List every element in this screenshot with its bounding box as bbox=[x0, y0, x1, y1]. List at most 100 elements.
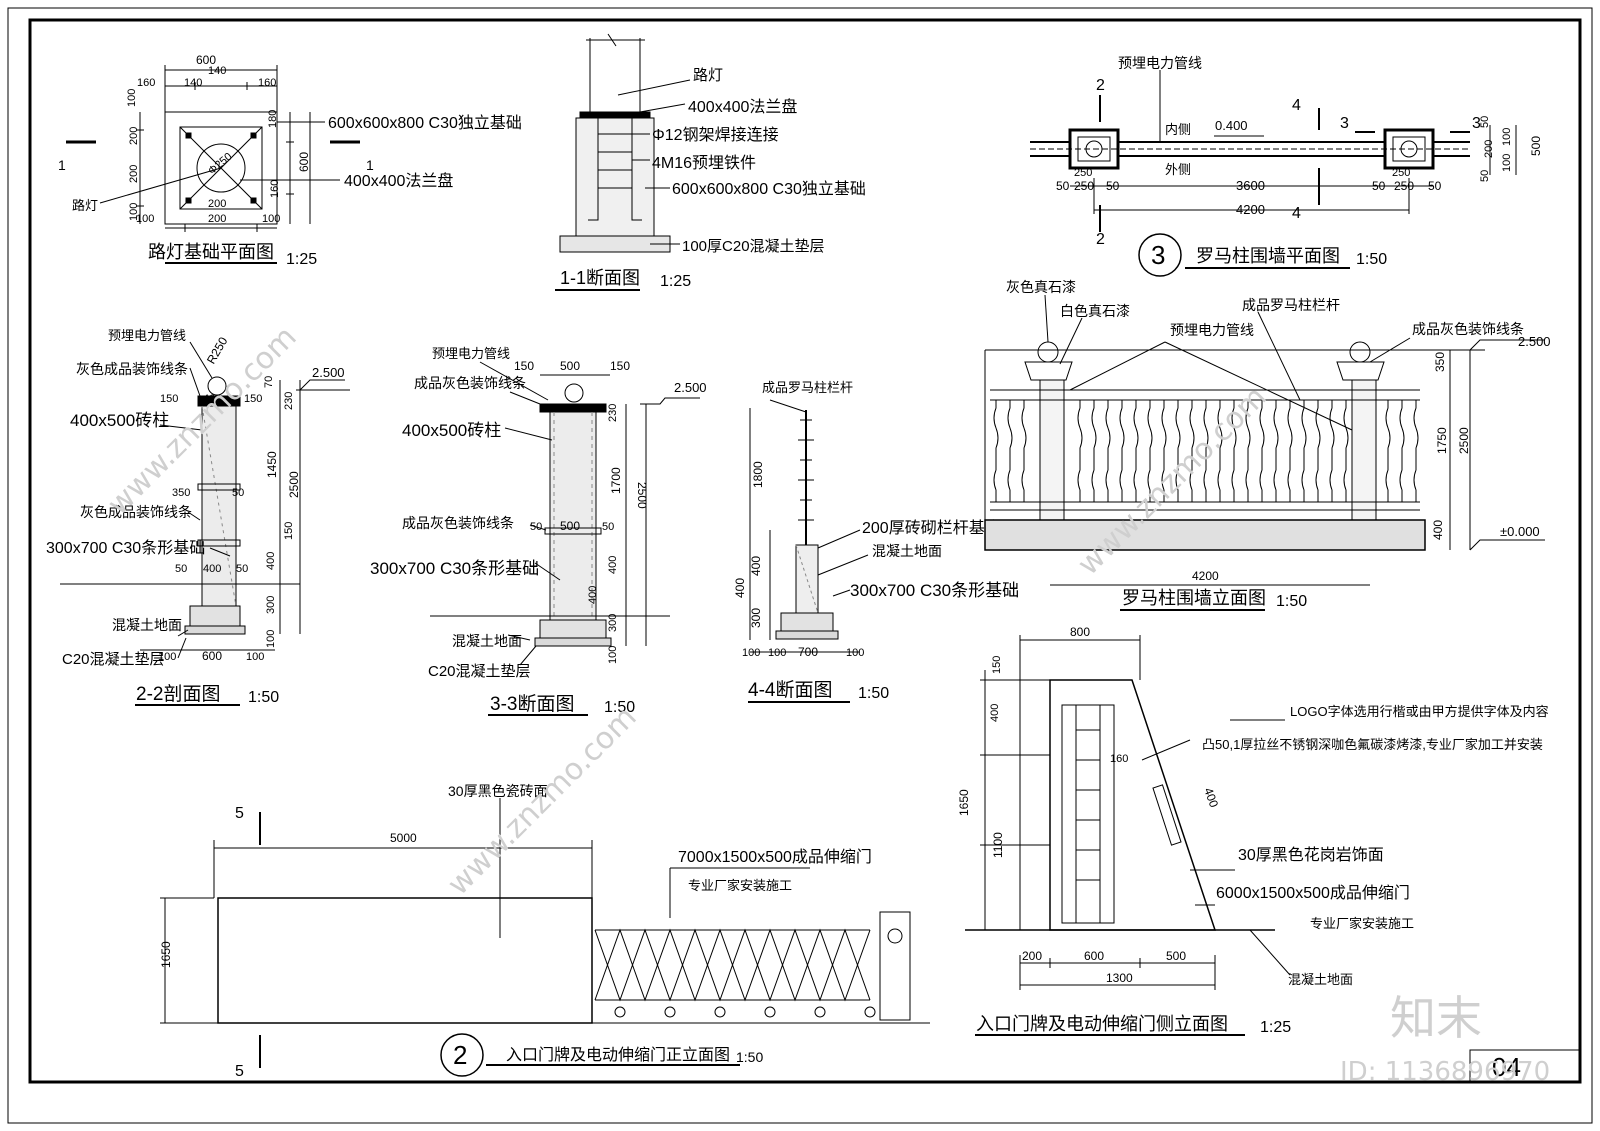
section-4-4 bbox=[748, 399, 869, 703]
s33-230: 230 bbox=[607, 404, 619, 422]
gs-1300: 1300 bbox=[1106, 971, 1133, 985]
we-white: 白色真石漆 bbox=[1060, 303, 1130, 319]
dim-140-b: 140 bbox=[184, 77, 202, 89]
baluster bbox=[1021, 400, 1027, 502]
s33-400b: 400 bbox=[587, 586, 599, 604]
baluster bbox=[1245, 400, 1251, 502]
s22-400: 400 bbox=[203, 393, 221, 405]
we-1750: 1750 bbox=[1435, 427, 1449, 454]
baluster bbox=[1217, 400, 1223, 502]
gs-200: 200 bbox=[1022, 949, 1042, 963]
sec11-scale: 1:25 bbox=[660, 273, 691, 290]
s33-level: 2.500 bbox=[674, 380, 707, 395]
wp-250a: 250 bbox=[1074, 179, 1094, 193]
we-4200: 4200 bbox=[1192, 569, 1219, 583]
gf-tile: 30厚黑色瓷砖面 bbox=[448, 783, 548, 799]
section-3-3 bbox=[430, 361, 700, 716]
wp-cut4b: 4 bbox=[1292, 205, 1301, 222]
gs-150: 150 bbox=[991, 656, 1003, 674]
wp-4200: 4200 bbox=[1236, 202, 1265, 217]
sheet-number-box bbox=[1469, 1049, 1581, 1083]
wp-in: 内侧 bbox=[1165, 122, 1191, 137]
s33-150b: 150 bbox=[610, 359, 630, 373]
dim-200-b: 200 bbox=[208, 213, 226, 225]
s22-scale: 1:50 bbox=[248, 689, 279, 706]
wp-cable: 预埋电力管线 bbox=[1118, 55, 1202, 71]
gs-160: 160 bbox=[1110, 753, 1128, 765]
gs-400b: 400 bbox=[1201, 786, 1221, 810]
wp-100a: 100 bbox=[1501, 128, 1513, 146]
gate-wheel bbox=[714, 1006, 726, 1018]
s33-100: 100 bbox=[607, 646, 619, 664]
section-1-1-labels: 路灯 400x400法兰盘 Φ12钢架焊接连接 4M16预埋铁件 600x600… bbox=[652, 67, 866, 255]
gs-600: 600 bbox=[1084, 949, 1104, 963]
s44-base: 200厚砖砌栏杆基座 bbox=[862, 519, 1001, 537]
we-strip: 成品灰色装饰线条 bbox=[1412, 321, 1524, 337]
gate-side-elevation bbox=[965, 635, 1291, 1036]
we-level-top: 2.500 bbox=[1518, 334, 1551, 349]
baluster bbox=[1231, 400, 1237, 502]
s33-1700: 1700 bbox=[609, 467, 623, 494]
baluster bbox=[1413, 400, 1419, 502]
gs-install: 专业厂家安装施工 bbox=[1310, 916, 1414, 931]
s11-found: 600x600x800 C30独立基础 bbox=[672, 180, 866, 198]
gs-500: 500 bbox=[1166, 949, 1186, 963]
gf-install: 专业厂家安装施工 bbox=[688, 878, 792, 893]
s22-2500: 2500 bbox=[287, 471, 301, 498]
s11-anchor: 4M16预埋铁件 bbox=[652, 154, 756, 172]
s22-cable: 预埋电力管线 bbox=[108, 328, 186, 343]
section-4-4-labels: 成品罗马柱栏杆 200厚砖砌栏杆基座 混凝土地面 300x700 C30条形基础… bbox=[733, 380, 1019, 702]
wall-plan-labels: 预埋电力管线 内侧 0.400 外侧 3600 4200 50 250 50 5… bbox=[1056, 55, 1543, 270]
s22-50b: 50 bbox=[175, 563, 187, 575]
baluster bbox=[1161, 400, 1167, 502]
baluster bbox=[1343, 400, 1349, 502]
baluster bbox=[1329, 400, 1335, 502]
dim-600-r: 600 bbox=[297, 152, 311, 172]
s22-230: 230 bbox=[283, 392, 295, 410]
s44-rail: 成品罗马柱栏杆 bbox=[762, 380, 853, 395]
baluster bbox=[1119, 400, 1125, 502]
wp-100b: 100 bbox=[1501, 154, 1513, 172]
wall-elevation bbox=[984, 294, 1545, 611]
lamp-plan-title: 路灯基础平面图 bbox=[148, 242, 274, 262]
s22-400v: 400 bbox=[265, 552, 277, 570]
gf-num: 2 bbox=[453, 1040, 467, 1070]
section-2-2-labels: 预埋电力管线 R250 灰色成品装饰线条 400x500砖柱 灰色成品装饰线条 … bbox=[46, 328, 345, 706]
wall-plan bbox=[1030, 70, 1517, 277]
wp-cut3b: 3 bbox=[1472, 115, 1481, 132]
s33-300: 300 bbox=[607, 614, 619, 632]
gate-front-elevation bbox=[160, 798, 930, 1077]
gf-scale: 1:50 bbox=[736, 1049, 763, 1065]
s22-100v: 100 bbox=[265, 630, 277, 648]
baluster bbox=[1385, 400, 1391, 502]
wp-250c: 250 bbox=[1074, 167, 1092, 179]
cut-1-left: 1 bbox=[58, 157, 66, 173]
gf-cut5b: 5 bbox=[235, 1063, 244, 1080]
s22-strip2: 灰色成品装饰线条 bbox=[80, 504, 192, 520]
s44-scale: 1:50 bbox=[858, 685, 889, 702]
gf-1650: 1650 bbox=[159, 941, 173, 968]
s22-50c: 50 bbox=[236, 563, 248, 575]
s33-column: 400x500砖柱 bbox=[402, 421, 501, 440]
s44-100a: 100 bbox=[768, 647, 786, 659]
s44-title: 4-4断面图 bbox=[748, 679, 832, 701]
s33-strip2: 成品灰色装饰线条 bbox=[402, 515, 514, 531]
baluster bbox=[1301, 400, 1307, 502]
baluster bbox=[1007, 400, 1013, 502]
baluster bbox=[1077, 400, 1083, 502]
we-title: 罗马柱围墙立面图 bbox=[1122, 588, 1266, 608]
s22-400b: 400 bbox=[203, 563, 221, 575]
s22-150r: 150 bbox=[244, 393, 262, 405]
baluster bbox=[1273, 400, 1279, 502]
baluster bbox=[1175, 400, 1181, 502]
dim-140: 140 bbox=[208, 65, 226, 77]
baluster bbox=[1315, 400, 1321, 502]
gs-logo: LOGO字体选用行楷或由甲方提供字体及内容 bbox=[1290, 704, 1549, 719]
gate-wheels bbox=[614, 1006, 876, 1018]
wp-cut4a: 4 bbox=[1292, 97, 1301, 114]
s22-50a: 50 bbox=[232, 487, 244, 499]
wp-250b: 250 bbox=[1394, 179, 1414, 193]
we-cable: 预埋电力管线 bbox=[1170, 322, 1254, 338]
baluster bbox=[1133, 400, 1139, 502]
s33-cushion: C20混凝土垫层 bbox=[428, 663, 531, 680]
